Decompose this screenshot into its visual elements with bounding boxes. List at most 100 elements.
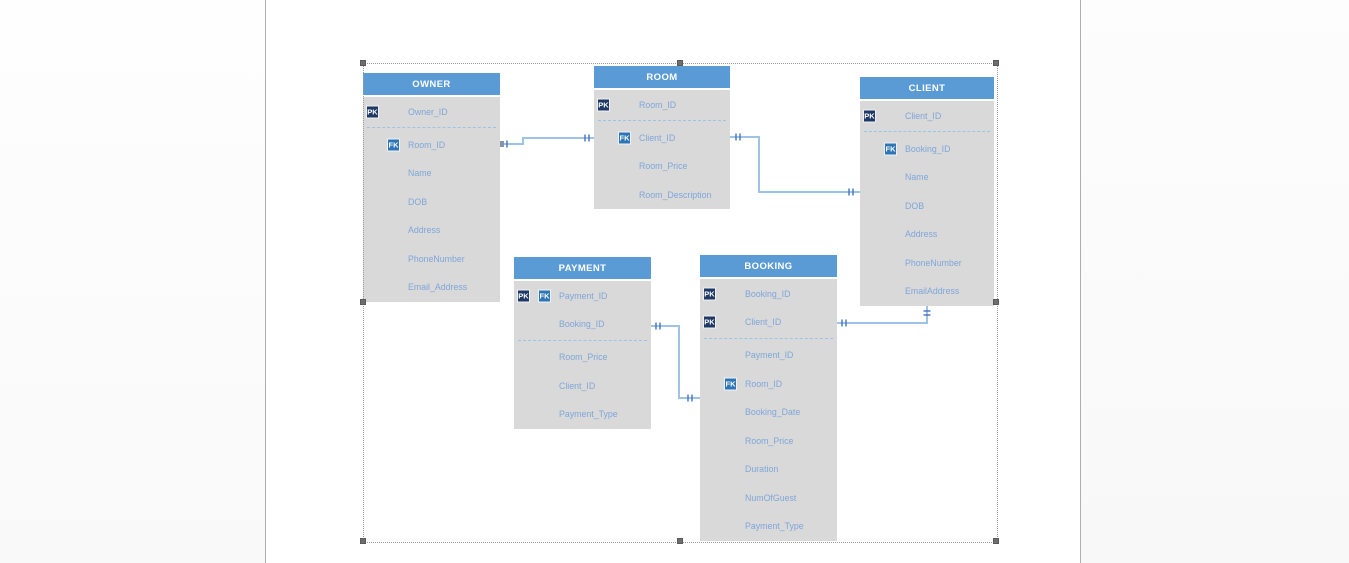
entity-row: Address <box>363 216 500 245</box>
entity-row: Room_Price <box>700 427 837 456</box>
pk-badge: PK <box>597 98 610 112</box>
pk-badge: PK <box>517 289 530 303</box>
column-label: Client_ID <box>745 317 782 328</box>
column-label: EmailAddress <box>905 286 960 297</box>
column-label: Booking_ID <box>745 288 791 299</box>
entity-row: NumOfGuest <box>700 484 837 513</box>
column-label: Booking_Date <box>745 407 801 418</box>
selection-handle-e[interactable] <box>993 299 999 305</box>
column-label: Client_ID <box>905 110 942 121</box>
column-label: Room_ID <box>639 99 677 110</box>
fk-badge: FK <box>724 377 737 391</box>
pk-badge: PK <box>863 109 876 123</box>
column-label: PhoneNumber <box>905 257 962 268</box>
entity-booking[interactable]: BOOKING PK Booking_ID PK Client_ID Payment_ID… <box>700 255 837 541</box>
canvas-margin-left <box>0 0 266 563</box>
entity-row: FK Booking_ID <box>860 135 994 164</box>
entity-payment[interactable]: PAYMENT PK FK Payment_ID Booking_ID Room_Pric… <box>514 257 651 429</box>
column-label: Room_ID <box>745 378 783 389</box>
entity-row: PK Room_ID <box>594 91 730 120</box>
selection-handle-ne[interactable] <box>993 60 999 66</box>
key-divider <box>518 339 647 341</box>
column-label: NumOfGuest <box>745 492 797 503</box>
entity-row: DOB <box>860 192 994 221</box>
entity-row: Address <box>860 220 994 249</box>
column-label: Duration <box>745 464 779 475</box>
key-divider <box>367 127 496 128</box>
selection-handle-se[interactable] <box>993 538 999 544</box>
entity-row: FK Room_ID <box>363 131 500 160</box>
pk-badge: PK <box>703 315 716 329</box>
fk-badge: FK <box>538 289 551 303</box>
selection-handle-nw[interactable] <box>360 60 366 66</box>
entity-row: Booking_Date <box>700 398 837 427</box>
entity-title: ROOM <box>594 66 730 88</box>
column-label: Payment_Type <box>745 521 804 532</box>
column-label: Room_Price <box>639 161 688 172</box>
column-label: Booking_ID <box>905 143 951 154</box>
column-label: Room_Description <box>639 189 712 200</box>
entity-title: PAYMENT <box>514 257 651 279</box>
column-label: Payment_ID <box>745 350 794 361</box>
column-label: Client_ID <box>559 380 596 391</box>
entity-row: PK Booking_ID <box>700 280 837 309</box>
entity-row: Payment_ID <box>700 341 837 370</box>
entity-row: Client_ID <box>514 372 651 401</box>
entity-row: PhoneNumber <box>363 245 500 274</box>
entity-row: DOB <box>363 188 500 217</box>
pk-badge: PK <box>703 287 716 301</box>
key-divider <box>864 131 990 132</box>
selection-border[interactable] <box>363 63 998 543</box>
selection-handle-s[interactable] <box>676 538 683 544</box>
entity-row: Duration <box>700 455 837 484</box>
entity-row: Room_Price <box>514 343 651 372</box>
entity-row: PhoneNumber <box>860 249 994 278</box>
entity-title: CLIENT <box>860 77 994 99</box>
selection-handle-sw[interactable] <box>360 538 366 544</box>
fk-badge: FK <box>618 131 631 145</box>
entity-row: Room_Price <box>594 152 730 181</box>
column-label: DOB <box>408 196 428 207</box>
column-label: Owner_ID <box>408 106 448 117</box>
column-label: DOB <box>905 200 925 211</box>
entity-title: OWNER <box>363 73 500 95</box>
entity-row: Email_Address <box>363 273 500 302</box>
entity-title: BOOKING <box>700 255 837 277</box>
selection-handle-n[interactable] <box>676 60 683 66</box>
selection-handle-w[interactable] <box>360 299 366 305</box>
column-label: Payment_ID <box>559 290 608 301</box>
column-label: Address <box>905 229 938 240</box>
entity-row: Payment_Type <box>514 400 651 429</box>
entity-row: Room_Description <box>594 181 730 210</box>
entity-row: Payment_Type <box>700 512 837 541</box>
entity-row: EmailAddress <box>860 277 994 306</box>
pk-badge: PK <box>366 105 379 119</box>
entity-row: PK FK Payment_ID <box>514 282 651 311</box>
column-label: Room_ID <box>408 139 446 150</box>
column-label: Room_Price <box>745 435 794 446</box>
column-label: Name <box>408 168 432 179</box>
entity-row: Name <box>363 159 500 188</box>
column-label: Room_Price <box>559 352 608 363</box>
fk-badge: FK <box>884 142 897 156</box>
column-label: PhoneNumber <box>408 253 465 264</box>
column-label: Payment_Type <box>559 409 618 420</box>
column-label: Booking_ID <box>559 319 605 330</box>
key-divider <box>704 337 833 339</box>
entity-row: PK Client_ID <box>860 102 994 131</box>
column-label: Name <box>905 172 929 183</box>
entity-row: FK Room_ID <box>700 370 837 399</box>
entity-row: Name <box>860 163 994 192</box>
entity-row: Booking_ID <box>514 310 651 339</box>
fk-badge: FK <box>387 138 400 152</box>
entity-row: PK Client_ID <box>700 308 837 337</box>
